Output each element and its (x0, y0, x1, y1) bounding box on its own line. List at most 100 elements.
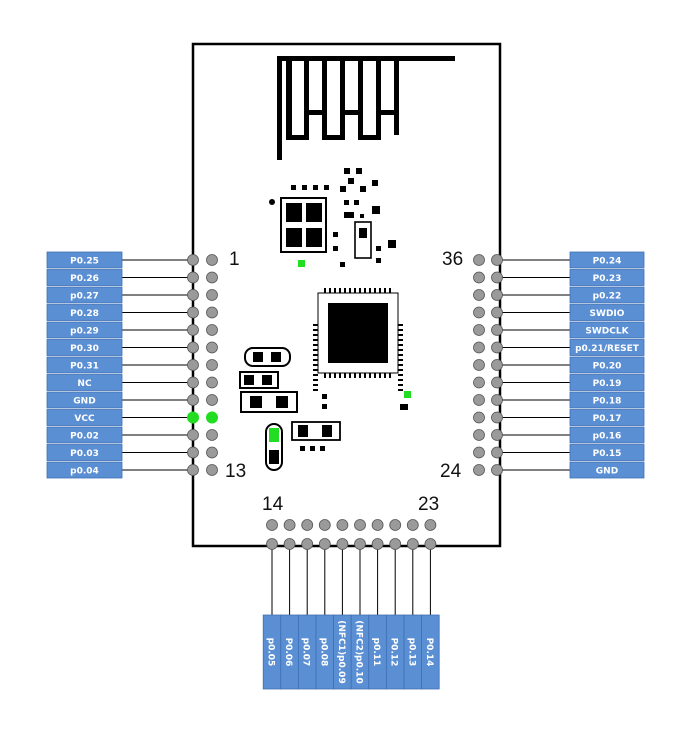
left-pad-7-inner (206, 359, 218, 371)
left-pad-5-outer (187, 324, 199, 336)
left-pad-2-inner (206, 271, 218, 284)
left-pin-leads (122, 259, 190, 471)
bottom-pad-15-inner (283, 519, 296, 531)
right-pad-29-outer (491, 376, 503, 389)
right-pad-31-outer (491, 341, 503, 354)
bottom-pad-21-outer (389, 538, 402, 550)
green-led-top (298, 260, 305, 267)
left-pad-4-inner (206, 306, 218, 319)
bottom-pad-20-outer (371, 538, 384, 550)
left-pad-1-inner (206, 254, 218, 266)
bottom-pad-23-outer (424, 538, 437, 550)
green-led-right (404, 391, 411, 398)
left-pad-3-inner (206, 289, 218, 301)
left-pin-label-box-p0-31 (46, 356, 123, 374)
right-pin-label-p0-19: P0.19 (593, 379, 622, 389)
right-pin-label-box-swdio (569, 304, 645, 321)
right-pin-label-p0-20: P0.20 (593, 362, 622, 372)
left-pin-label-box-p0-04 (46, 461, 123, 479)
right-pin-label-p0-21-reset: p0.21/RESET (575, 344, 640, 354)
left-pin-label-p0-04: p0.04 (70, 467, 99, 477)
right-pad-35-outer (491, 271, 503, 284)
right-pad-26-inner (473, 429, 485, 441)
bottom-pin-label-nfc2-p0-10: (NFC2)p0.10 (354, 620, 364, 683)
right-pin-label-p0-22: p0.22 (593, 292, 622, 302)
left-pad-12-inner (206, 446, 218, 459)
bottom-pin-label-p0-12: P0.12 (389, 638, 399, 667)
bottom-pad-17-inner (318, 519, 331, 531)
right-pad-34-inner (473, 289, 485, 301)
right-pin-label-swdclk: SWDCLK (585, 327, 629, 337)
right-pin-label-box-p0-21-reset (569, 339, 645, 356)
right-pin-label-p0-17: P0.17 (593, 414, 622, 424)
right-pad-30-outer (491, 359, 503, 371)
left-pad-8-inner (206, 376, 218, 389)
right-pad-34-outer (491, 289, 503, 301)
left-pin-label-box-p0-29 (46, 321, 123, 339)
pin-number-14: 14 (262, 494, 284, 515)
pin-number-23: 23 (418, 494, 439, 515)
bottom-pin-label-p0-08: p0.08 (318, 638, 328, 667)
right-pin-label-swdio: SWDIO (590, 309, 625, 319)
bottom-pad-18-outer (336, 538, 349, 550)
bottom-pad-16-outer (301, 538, 314, 550)
left-pin-label-p0-03: P0.03 (70, 449, 99, 459)
right-pin-leads (500, 259, 570, 471)
right-pin-label-p0-16: p0.16 (593, 432, 622, 442)
right-pin-label-box-p0-20 (569, 356, 645, 374)
left-pad-6-outer (187, 341, 199, 354)
bottom-pad-14-outer (266, 538, 278, 550)
right-pad-24-inner (473, 464, 485, 476)
left-pad-12-outer (187, 446, 199, 459)
right-pin-label-gnd: GND (596, 467, 618, 477)
left-pad-5-inner (206, 324, 218, 336)
right-pin-label-box-p0-22 (569, 286, 645, 304)
left-pad-2-outer (187, 271, 199, 284)
right-pad-27-inner (473, 411, 485, 424)
right-pin-labels: P0.24P0.23p0.22SWDIOSWDCLKp0.21/RESETP0.… (569, 251, 645, 479)
left-pin-label-p0-30: P0.30 (70, 344, 99, 354)
right-pin-label-p0-18: P0.18 (593, 397, 622, 407)
left-pad-10-inner (206, 411, 218, 424)
small-crystal (354, 221, 372, 259)
left-pad-11-inner (206, 429, 218, 441)
bottom-pin-label-p0-14: P0.14 (424, 638, 434, 667)
right-pin-label-box-p0-16 (569, 426, 645, 444)
pin-number-24: 24 (440, 461, 462, 482)
right-pin-label-box-p0-17 (569, 409, 645, 426)
bottom-pad-19-outer (354, 538, 366, 550)
left-pad-13-outer (187, 464, 199, 476)
right-pad-25-inner (473, 446, 485, 459)
right-pad-25-outer (491, 446, 503, 459)
bottom-pin-label-p0-11: p0.11 (371, 638, 381, 667)
left-pin-label-box-p0-30 (46, 339, 123, 356)
component-cluster-top (269, 168, 408, 451)
right-pad-28-outer (491, 394, 503, 406)
right-pad-35-inner (473, 271, 485, 284)
bottom-pad-15-outer (283, 538, 296, 550)
left-pin-label-box-p0-26 (46, 269, 123, 286)
bottom-pad-18-inner (336, 519, 349, 531)
bottom-pad-17-outer (318, 538, 331, 550)
right-pin-label-box-p0-15 (569, 444, 645, 461)
pin-number-1: 1 (229, 249, 240, 270)
right-pad-32-outer (491, 324, 503, 336)
left-pad-1-outer (187, 254, 199, 266)
right-pin-label-box-gnd (569, 461, 645, 479)
left-pad-4-outer (187, 306, 199, 319)
bottom-pin-leads (271, 546, 431, 615)
pin-pads (187, 254, 503, 550)
right-pad-31-inner (473, 341, 485, 354)
right-pad-30-inner (473, 359, 485, 371)
right-pad-24-outer (491, 464, 503, 476)
left-pin-label-box-p0-03 (46, 444, 123, 461)
left-pin-label-gnd: GND (73, 397, 95, 407)
antenna-trace (277, 56, 455, 160)
left-pin-label-p0-29: p0.29 (70, 327, 99, 337)
right-pad-33-outer (491, 306, 503, 319)
left-pin-label-p0-02: P0.02 (70, 432, 99, 442)
right-pin-label-p0-23: P0.23 (593, 274, 622, 284)
left-pad-11-outer (187, 429, 199, 441)
bottom-pin-label-p0-06: P0.06 (283, 638, 293, 667)
